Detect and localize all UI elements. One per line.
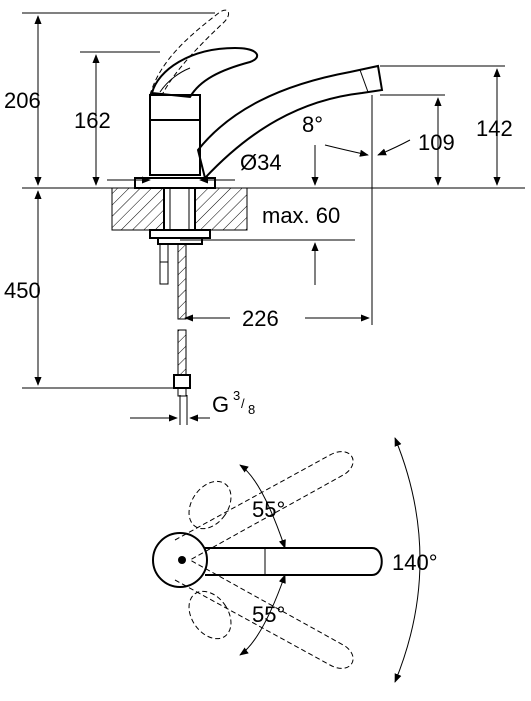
extension-lines bbox=[22, 12, 525, 425]
label-206: 206 bbox=[4, 88, 41, 113]
label-162: 162 bbox=[74, 108, 111, 133]
label-diameter-34: Ø34 bbox=[240, 150, 282, 175]
label-angle-8: 8° bbox=[302, 112, 323, 137]
label-angle-55-top: 55° bbox=[252, 497, 285, 522]
worktop-section bbox=[111, 187, 248, 245]
label-226: 226 bbox=[242, 306, 279, 331]
label-thread-slash: / bbox=[241, 396, 245, 411]
label-thread-g: G bbox=[212, 392, 229, 417]
label-142: 142 bbox=[476, 116, 513, 141]
label-angle-55-bottom: 55° bbox=[252, 602, 285, 627]
label-max-60: max. 60 bbox=[262, 203, 340, 228]
label-450: 450 bbox=[4, 278, 41, 303]
label-109: 109 bbox=[418, 130, 455, 155]
supply-hoses bbox=[159, 243, 191, 397]
label-angle-140: 140° bbox=[392, 550, 438, 575]
label-thread-numerator: 3 bbox=[233, 388, 240, 403]
label-thread-denominator: 8 bbox=[248, 402, 255, 417]
dimension-angle8 bbox=[324, 139, 411, 157]
faucet-top-view bbox=[152, 437, 421, 683]
faucet-side-view bbox=[134, 9, 384, 189]
